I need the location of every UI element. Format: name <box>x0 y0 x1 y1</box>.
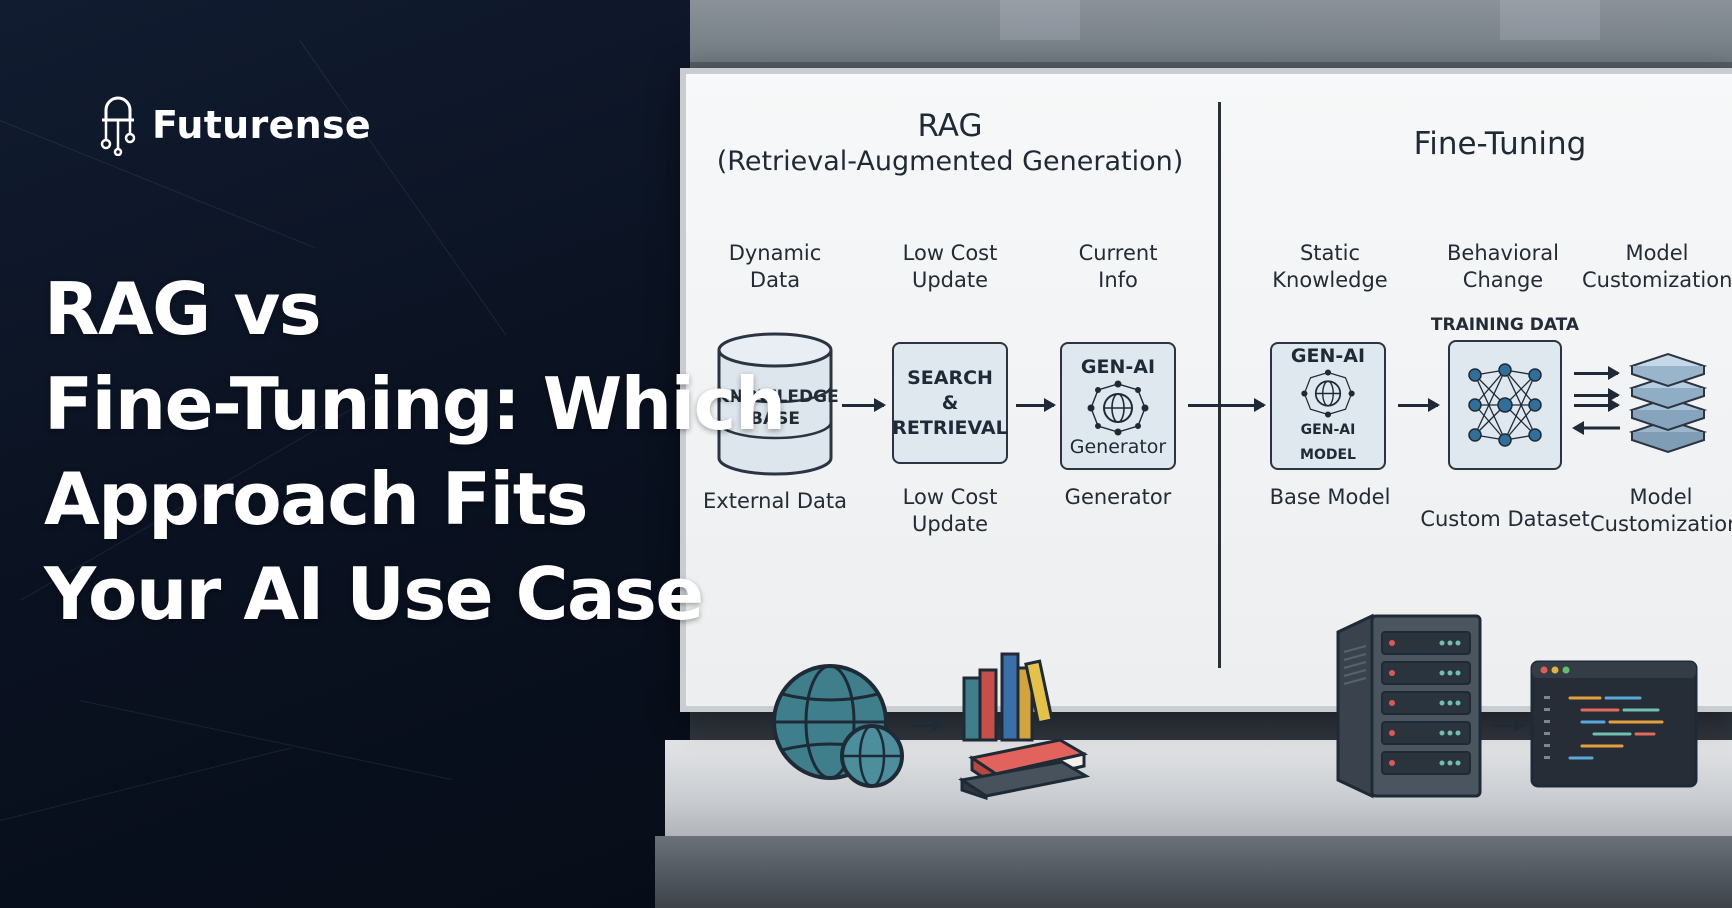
window-light <box>1500 0 1600 40</box>
label-low-cost-update-bottom: Low Cost Update <box>902 485 998 536</box>
label-behavioral-change: Behavioral Change <box>1447 241 1559 292</box>
search-retrieval-box: SEARCH & RETRIEVAL <box>892 342 1008 464</box>
arrow-server-to-code <box>1490 718 1526 732</box>
label-static-knowledge: Static Knowledge <box>1272 241 1388 292</box>
base-model-box: GEN-AI GEN-AI MODEL <box>1270 342 1386 470</box>
globe-internet-icon <box>772 664 904 788</box>
whiteboard <box>680 68 1732 712</box>
label-external-data: External Data <box>703 489 847 513</box>
training-data-label: TRAINING DATA <box>1430 315 1580 335</box>
code-editor-window-icon <box>1530 660 1698 788</box>
arrow-to-layers <box>1574 366 1620 380</box>
generator-box-title: GEN-AI <box>1080 355 1156 378</box>
rag-subtitle: (Retrieval-Augmented Generation) <box>716 146 1184 177</box>
brand-logo[interactable]: Futurense <box>96 94 371 156</box>
arrow-to-layers <box>1574 388 1620 402</box>
desk-edge <box>655 836 1732 908</box>
ceiling <box>690 0 1732 62</box>
ai-globe-network-icon <box>1301 369 1355 418</box>
generator-box-subtitle: Generator <box>1069 435 1167 458</box>
arrow-from-layers <box>1572 421 1620 435</box>
knowledge-base-database-icon <box>717 332 833 476</box>
model-layers-stack-icon <box>1628 352 1708 454</box>
dark-background-panel <box>0 0 700 908</box>
label-model-customization: Model Customization <box>1582 241 1732 292</box>
neural-network-icon <box>1468 363 1542 447</box>
arrow-rag-to-finetune <box>1188 398 1266 412</box>
search-retrieval-label: SEARCH & RETRIEVAL <box>892 366 1008 439</box>
generator-box: GEN-AI Generator <box>1060 342 1176 470</box>
training-data-box <box>1448 340 1562 470</box>
label-base-model: Base Model <box>1269 485 1391 509</box>
brand-name: Futurense <box>152 103 371 147</box>
label-current-info: Current Info <box>1078 241 1158 292</box>
section-divider <box>1218 102 1221 668</box>
arrow-to-layers <box>1574 398 1620 412</box>
arrow-kb-to-search <box>842 398 886 412</box>
ai-globe-network-icon <box>1087 380 1149 435</box>
label-low-cost-update: Low Cost Update <box>902 241 998 292</box>
window-light <box>1000 0 1080 40</box>
server-rack-icon <box>1336 613 1482 799</box>
rag-title: RAG <box>917 108 983 144</box>
arrow-search-to-generator <box>1016 398 1056 412</box>
base-model-box-title: GEN-AI <box>1290 345 1366 367</box>
arrow-globe-to-books <box>912 718 944 732</box>
label-custom-dataset: Custom Dataset <box>1420 507 1590 531</box>
page-headline: RAG vs Fine-Tuning: Which Approach Fits … <box>44 267 786 636</box>
knowledge-base-label: KNOWLEDGE BASE <box>716 387 839 429</box>
books-stack-icon <box>958 652 1090 800</box>
base-model-box-subtitle: GEN-AI MODEL <box>1300 422 1356 463</box>
label-dynamic-data: Dynamic Data <box>728 241 822 292</box>
fine-tuning-title: Fine-Tuning <box>1413 126 1587 162</box>
circuit-lock-icon <box>100 96 136 156</box>
arrow-base-to-training <box>1398 398 1440 412</box>
label-model-customization-bottom: Model Customization <box>1590 485 1732 536</box>
label-generator: Generator <box>1064 485 1172 509</box>
